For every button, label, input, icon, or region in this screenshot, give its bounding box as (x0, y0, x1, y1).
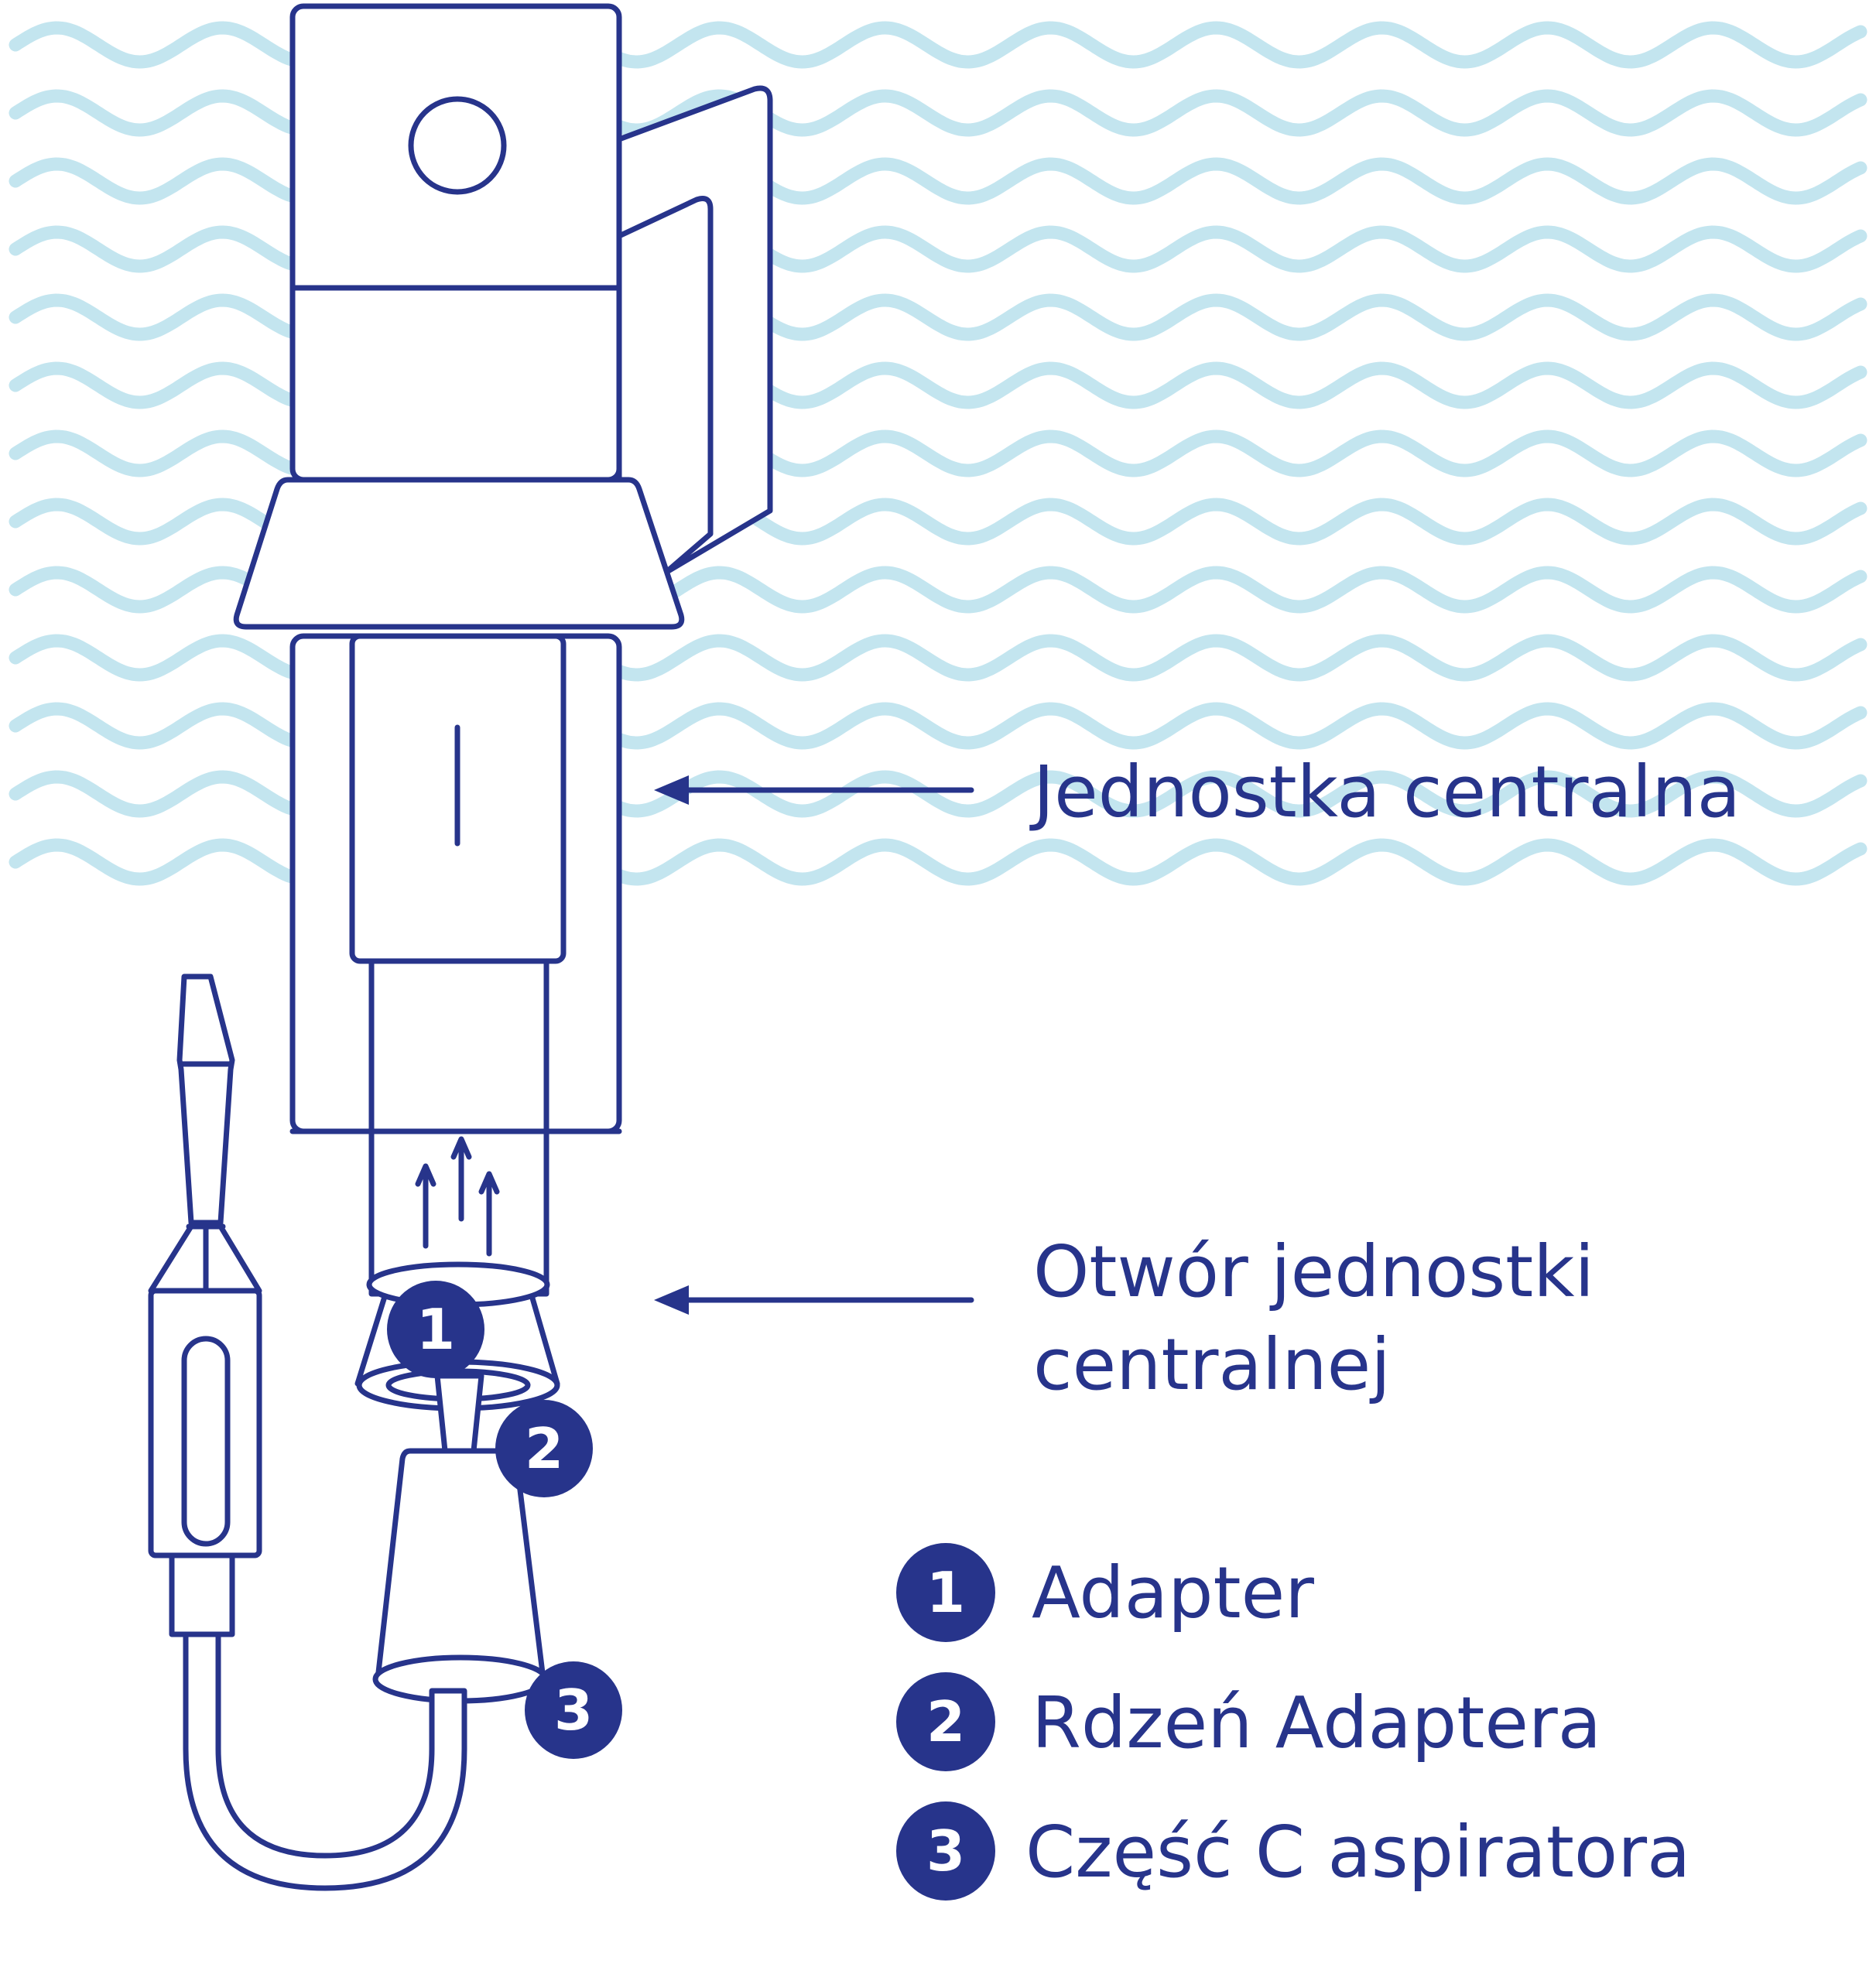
badge-number: 2 (525, 1416, 563, 1481)
legend-number: 2 (926, 1689, 965, 1754)
legend-label: Rdzeń Adaptera (1032, 1682, 1601, 1764)
label-opening-line1: Otwór jednostki (1033, 1230, 1594, 1313)
adapter-core (434, 1373, 484, 1454)
callout-opening: Otwór jednostki centralnej (654, 1230, 1594, 1406)
callout-central-unit: Jednostka centralna (654, 751, 1741, 833)
label-opening-line2: centralnej (1033, 1323, 1391, 1406)
badge-circle (387, 1281, 484, 1378)
callout-arrow-head (654, 775, 689, 805)
badge-2: 2 (495, 1400, 593, 1497)
badge-number: 1 (416, 1297, 455, 1362)
legend-label: Część C aspiratora (1025, 1811, 1690, 1894)
legend-badge (896, 1801, 995, 1901)
label-central-unit: Jednostka centralna (1029, 751, 1741, 833)
head-block (289, 3, 622, 483)
badge-3: 3 (525, 1661, 622, 1759)
bracket-inner (616, 196, 714, 576)
collar (233, 477, 685, 630)
legend: 1 Adapter 2 Rdzeń Adaptera 3 Część C asp… (896, 1543, 1690, 1901)
central-unit (233, 3, 773, 1297)
tubing (183, 1630, 467, 1891)
badge-circle (525, 1661, 622, 1759)
legend-item-adapter: 1 Adapter (896, 1543, 1314, 1642)
outlet-tube (368, 958, 549, 1297)
legend-label: Adapter (1032, 1552, 1314, 1634)
legend-number: 1 (926, 1560, 965, 1625)
legend-number: 3 (926, 1818, 965, 1883)
airflow-arrows (415, 1136, 500, 1257)
aspirator-nozzle (148, 973, 467, 1891)
nozzle-connector (169, 1552, 235, 1637)
badge-1: 1 (387, 1281, 484, 1378)
head-indicator-circle (408, 96, 507, 195)
legend-badge (896, 1672, 995, 1771)
nozzle-handle-slot (181, 1336, 231, 1547)
nozzle-tip (176, 973, 235, 1226)
badge-number: 3 (554, 1678, 593, 1743)
legend-item-core: 2 Rdzeń Adaptera (896, 1672, 1601, 1771)
legend-badge (896, 1543, 995, 1642)
badge-circle (495, 1400, 593, 1497)
legend-item-part-c: 3 Część C aspiratora (896, 1801, 1690, 1901)
callout-arrow-head (654, 1285, 689, 1315)
